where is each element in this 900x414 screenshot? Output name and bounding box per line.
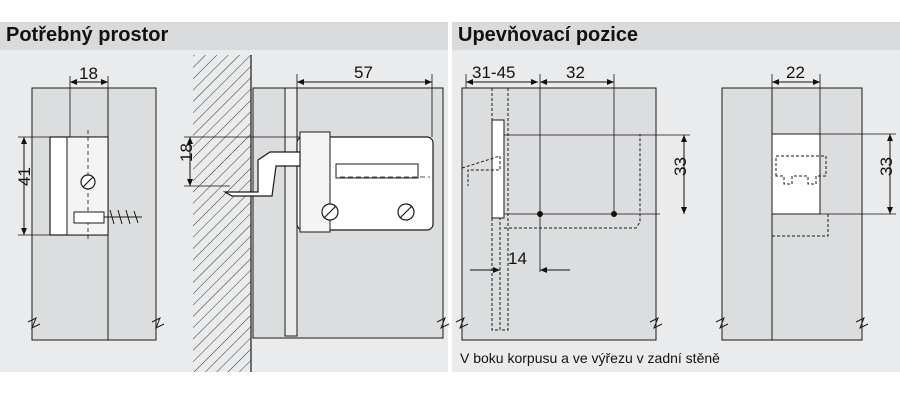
screw-slot bbox=[399, 205, 413, 219]
dim-label-height-left: 41 bbox=[15, 167, 34, 186]
dashed-bracket-outline bbox=[461, 134, 641, 229]
screw-slot bbox=[82, 176, 94, 188]
break-mark bbox=[455, 316, 469, 330]
break-mark bbox=[151, 316, 165, 330]
dashed-cutout-outline bbox=[772, 155, 829, 237]
left-section-title: Potřebný prostor bbox=[6, 24, 169, 46]
back-panel-strip bbox=[284, 87, 298, 337]
dim-label-spacing: 32 bbox=[566, 63, 585, 82]
front-view-drawing: 18 41 bbox=[15, 64, 165, 341]
mounting-position-drawing-1: 31-45 32 33 14 bbox=[455, 63, 690, 341]
wall-hook bbox=[222, 151, 301, 197]
break-mark bbox=[27, 316, 41, 330]
dim-label-depth: 57 bbox=[354, 63, 373, 82]
break-mark bbox=[855, 316, 869, 330]
dowel-body bbox=[73, 211, 105, 224]
dim-label-offset: 14 bbox=[508, 249, 527, 268]
right-section-title: Upevňovací pozice bbox=[458, 24, 639, 46]
wall-hatching bbox=[193, 55, 251, 372]
dim-label-range: 31-45 bbox=[472, 63, 515, 82]
left-header-bar bbox=[0, 22, 448, 50]
dim-label-width-right: 22 bbox=[786, 63, 805, 82]
bracket-plate-outline bbox=[491, 119, 505, 219]
dashed-post bbox=[491, 88, 509, 331]
adjust-rod bbox=[335, 163, 419, 179]
screw-slot bbox=[323, 205, 337, 219]
screw-thread-icon bbox=[104, 209, 142, 225]
mounting-position-drawing-2: 22 33 bbox=[715, 63, 896, 341]
dim-label-side-offset: 18 bbox=[177, 143, 196, 162]
dim-label-vertical-left: 33 bbox=[671, 157, 690, 176]
dim-label-width-top: 18 bbox=[79, 64, 98, 83]
break-mark bbox=[649, 316, 663, 330]
caption-text: V boku korpusu a ve výřezu v zadní stěně bbox=[460, 350, 720, 366]
side-view-drawing: 57 18 bbox=[177, 55, 450, 372]
cutout-opening bbox=[771, 133, 821, 215]
right-header-bar bbox=[452, 22, 900, 50]
dim-label-vertical-right: 33 bbox=[877, 157, 896, 176]
break-mark bbox=[436, 316, 450, 330]
break-mark bbox=[715, 316, 729, 330]
